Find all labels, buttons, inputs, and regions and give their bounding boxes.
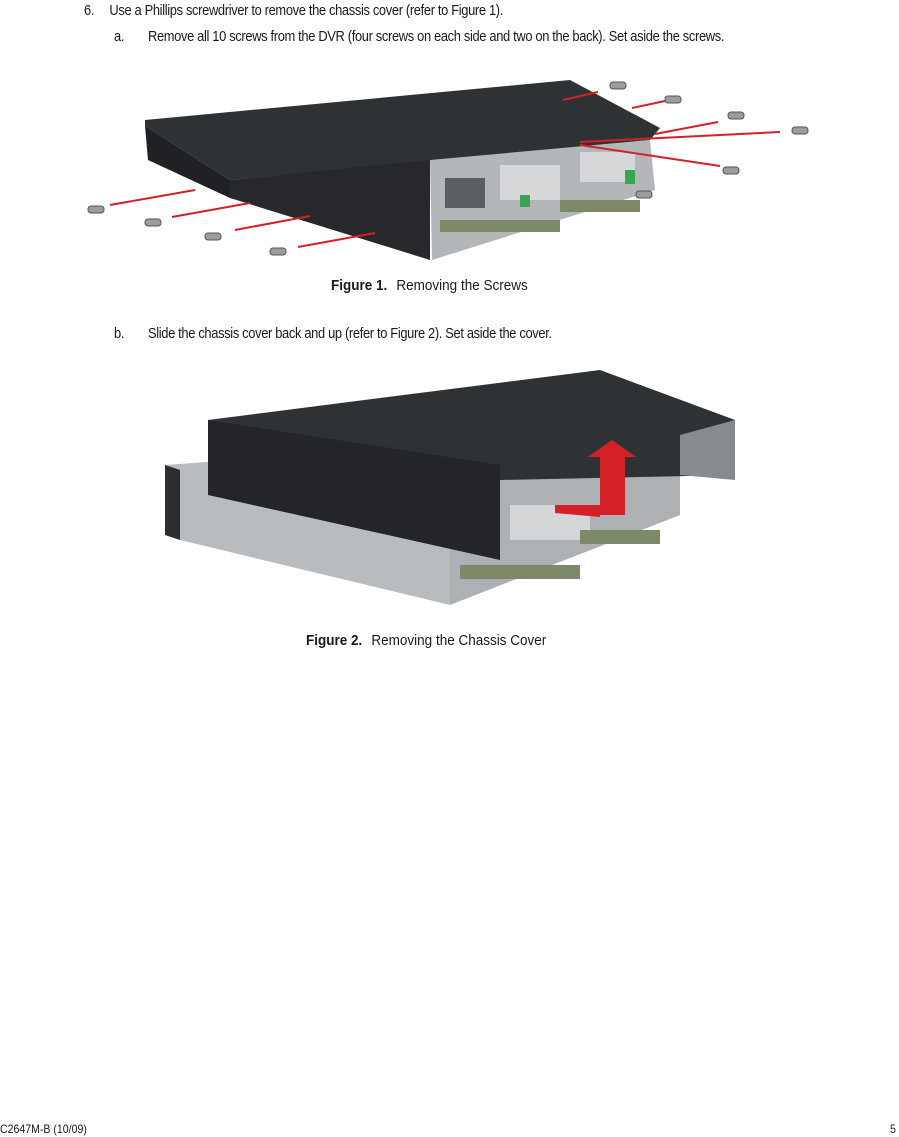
arrow-up-icon [555, 440, 636, 517]
step-text: Remove all 10 screws from the DVR (four … [147, 28, 725, 45]
guide-lines [109, 91, 781, 248]
chassis-left-side [145, 126, 230, 198]
figure-caption-text: Removing the Chassis Cover [371, 632, 547, 649]
step-number: 6. [84, 2, 95, 19]
step-b: b. Slide the chassis cover back and up (… [114, 325, 552, 342]
figure-1-caption: Figure 1. Removing the Screws [331, 277, 528, 294]
chassis-top [145, 80, 660, 180]
step-letter: b. [114, 325, 125, 342]
chassis-cover-inner [680, 420, 735, 480]
footer-page-number: 5 [890, 1122, 896, 1136]
figure-1-image [87, 80, 809, 260]
step-6: 6. Use a Phillips screwdriver to remove … [84, 2, 503, 19]
figure-2-image [165, 370, 735, 605]
step-text: Slide the chassis cover back and up (ref… [147, 325, 552, 342]
screws [87, 81, 809, 256]
step-letter: a. [114, 28, 125, 45]
chassis-side [230, 160, 430, 260]
figure-label: Figure 1. [331, 277, 388, 294]
power-supply [445, 178, 485, 208]
figure-label: Figure 2. [306, 632, 363, 649]
step-text: Use a Phillips screwdriver to remove the… [109, 2, 503, 19]
step-a: a. Remove all 10 screws from the DVR (fo… [114, 28, 724, 45]
vent-grid [500, 165, 560, 200]
figure-caption-text: Removing the Screws [396, 277, 528, 294]
chassis-body-front [165, 465, 180, 540]
chassis-cover-side [208, 420, 500, 560]
figure-2-caption: Figure 2. Removing the Chassis Cover [306, 632, 546, 649]
footer-doc-id: C2647M-B (10/09) [0, 1122, 87, 1136]
